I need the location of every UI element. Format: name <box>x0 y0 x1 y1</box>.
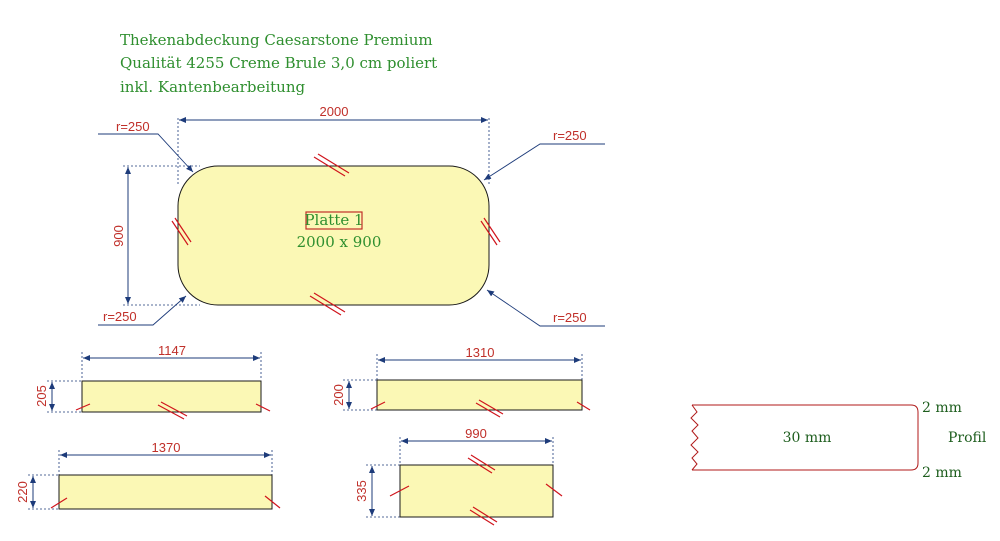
main-edge-marks <box>171 153 501 316</box>
plate-name: Platte 1 <box>304 211 363 229</box>
strip-1-shape <box>81 380 262 413</box>
strip-4-edge-mark-left <box>389 485 410 497</box>
strip-3-drawing: 1370 220 <box>15 440 281 510</box>
profile-break-line <box>690 404 699 471</box>
strip-2-edge-mark-right <box>576 401 591 411</box>
main-width-label: 2000 <box>320 104 349 119</box>
title-block: Thekenabdeckung Caesarstone Premium Qual… <box>120 31 437 96</box>
strip-2-width-label: 1310 <box>466 345 495 360</box>
plate-size: 2000 x 900 <box>297 233 382 251</box>
strip-4-edge-mark-top <box>467 454 496 474</box>
main-plate-drawing: 2000 900 Platte 1 2000 x 900 r=250 r=250… <box>98 104 605 327</box>
edge-profile-drawing: 30 mm 2 mm 2 mm Profil <box>690 400 987 481</box>
strip-4-drawing: 990 335 <box>354 426 563 526</box>
strip-1-edge-mark-left <box>75 403 91 411</box>
radius-label-top-right: r=250 <box>553 128 587 143</box>
strip-3-width-label: 1370 <box>152 440 181 455</box>
strip-3-height-label: 220 <box>15 481 30 503</box>
title-line-2: Qualität 4255 Creme Brule 3,0 cm poliert <box>120 54 437 72</box>
main-height-label: 900 <box>111 225 126 247</box>
plate-name-box <box>305 211 363 230</box>
edge-mark-right <box>480 217 501 246</box>
strip-1-drawing: 1147 205 <box>34 343 271 420</box>
profile-bottom-label: 2 mm <box>922 465 962 481</box>
profile-outline <box>692 404 919 471</box>
strip-2-edge-mark-left <box>370 401 386 410</box>
strip-2-height-label: 200 <box>331 384 346 406</box>
radius-leader-top-right <box>483 143 605 181</box>
strip-1-width-label: 1147 <box>158 343 186 358</box>
radius-leader-bottom-right <box>486 289 605 327</box>
strip-3-edge-mark-right <box>264 495 281 509</box>
strip-4-width-label: 990 <box>465 426 487 441</box>
profile-thickness-label: 30 mm <box>783 430 832 446</box>
strip-3-edge-mark-left <box>50 497 68 509</box>
strip-1-edge-mark-bottom <box>157 401 188 420</box>
strip-2-edge-mark-bottom <box>475 399 504 418</box>
edge-mark-left <box>171 217 192 246</box>
profile-side-label: Profil <box>948 430 987 446</box>
edge-mark-top <box>313 153 350 177</box>
strip-1-height-label: 205 <box>34 385 49 407</box>
profile-top-label: 2 mm <box>922 400 962 416</box>
strip-1-edge-mark-right <box>255 403 271 412</box>
strip-4-height-label: 335 <box>354 480 369 502</box>
strip-3-shape <box>58 474 273 510</box>
strip-4-edge-mark-right <box>545 483 563 497</box>
strip-2-drawing: 1310 200 <box>331 345 591 418</box>
radius-leader-top-left <box>98 133 194 173</box>
radius-label-bottom-right: r=250 <box>553 310 587 325</box>
edge-mark-bottom <box>309 292 346 316</box>
radius-label-top-left: r=250 <box>116 119 150 134</box>
title-line-1: Thekenabdeckung Caesarstone Premium <box>120 31 433 49</box>
strip-4-edge-mark-bottom <box>469 506 498 526</box>
strip-4-shape <box>399 464 554 518</box>
radius-leader-bottom-left <box>98 295 187 326</box>
title-line-3: inkl. Kantenbearbeitung <box>120 78 305 96</box>
radius-label-bottom-left: r=250 <box>103 309 137 324</box>
